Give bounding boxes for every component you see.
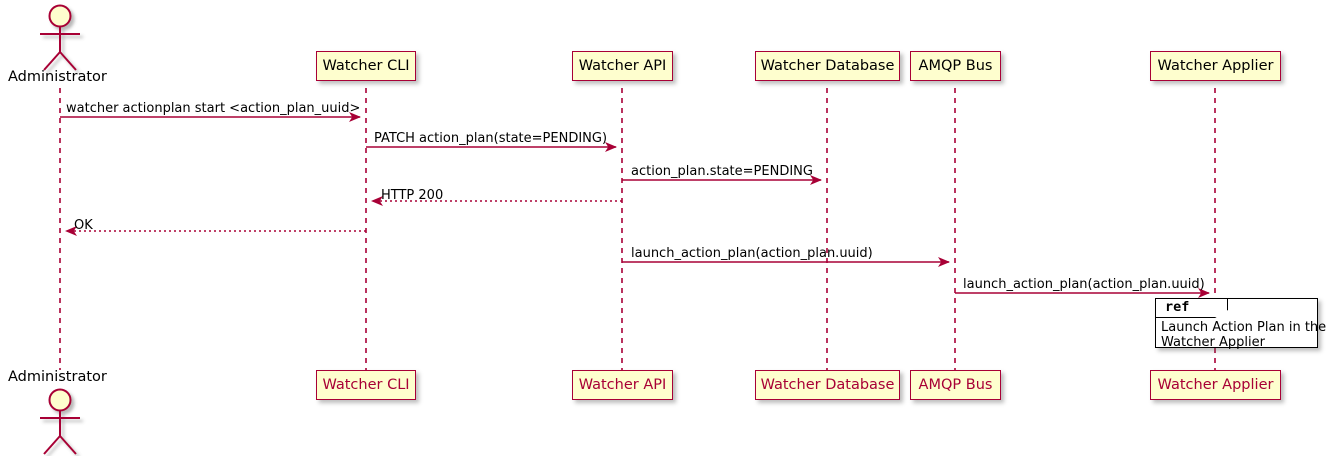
participant-box-watcher-database-bottom[interactable]: Watcher Database xyxy=(755,370,900,400)
participant-box-watcher-cli-bottom[interactable]: Watcher CLI xyxy=(316,370,416,400)
participant-box-watcher-api-top[interactable]: Watcher API xyxy=(572,51,673,81)
participant-box-watcher-database-top[interactable]: Watcher Database xyxy=(755,51,900,81)
participant-label: Watcher CLI xyxy=(322,376,410,393)
participant-label: Watcher Applier xyxy=(1157,57,1274,74)
participant-box-watcher-api-bottom[interactable]: Watcher API xyxy=(572,370,673,400)
actor-administrator-top xyxy=(40,4,80,71)
participant-box-watcher-applier-top[interactable]: Watcher Applier xyxy=(1150,51,1281,81)
participant-label: Watcher Database xyxy=(760,376,895,393)
message-label-3: action_plan.state=PENDING xyxy=(631,164,813,179)
participant-box-amqp-bus-top[interactable]: AMQP Bus xyxy=(910,51,1001,81)
message-label-6: launch_action_plan(action_plan.uuid) xyxy=(631,246,873,261)
ref-fragment-line-2: Watcher Applier xyxy=(1161,335,1265,350)
participant-label: AMQP Bus xyxy=(918,57,993,74)
lifelines xyxy=(59,88,1216,370)
message-label-4: HTTP 200 xyxy=(381,188,444,203)
participant-label: Watcher Database xyxy=(760,57,895,74)
participant-label: Watcher Applier xyxy=(1157,376,1274,393)
participant-box-watcher-applier-bottom[interactable]: Watcher Applier xyxy=(1150,370,1281,400)
message-label-7: launch_action_plan(action_plan.uuid) xyxy=(963,277,1205,292)
ref-fragment-tab xyxy=(1156,299,1228,318)
participant-label: Watcher API xyxy=(578,376,667,393)
participant-label: AMQP Bus xyxy=(918,376,993,393)
message-label-2: PATCH action_plan(state=PENDING) xyxy=(374,131,608,146)
actor-administrator-bottom xyxy=(40,388,80,455)
participant-label: Watcher API xyxy=(578,57,667,74)
participant-box-amqp-bus-bottom[interactable]: AMQP Bus xyxy=(910,370,1001,400)
message-label-5: OK xyxy=(74,218,93,233)
message-arrows xyxy=(60,112,1210,298)
actor-label-administrator-top: Administrator xyxy=(8,69,107,85)
ref-fragment-tag: ref xyxy=(1165,299,1190,315)
message-label-1: watcher actionplan start <action_plan_uu… xyxy=(66,101,361,116)
participant-label: Watcher CLI xyxy=(322,57,410,74)
actor-label-administrator-bottom: Administrator xyxy=(8,369,107,385)
participant-box-watcher-cli-top[interactable]: Watcher CLI xyxy=(316,51,416,81)
ref-fragment-line-1: Launch Action Plan in the xyxy=(1161,320,1327,335)
